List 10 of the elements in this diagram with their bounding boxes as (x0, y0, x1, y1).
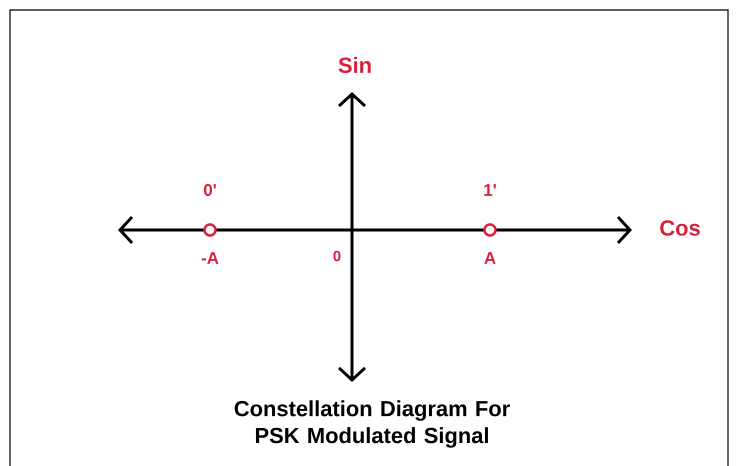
point-label: 1' (484, 184, 496, 196)
point-label: -A (202, 252, 218, 264)
axis-label: Sin (338, 56, 371, 74)
axis-label: Cos (660, 220, 700, 236)
constellation-point (483, 223, 497, 237)
point-label: 0' (204, 184, 216, 196)
point-label: A (484, 252, 496, 264)
caption: Constellation Diagram For PSK Modulated Signal (234, 400, 510, 448)
constellation-point (203, 223, 217, 237)
axis-label: 0 (333, 250, 341, 262)
